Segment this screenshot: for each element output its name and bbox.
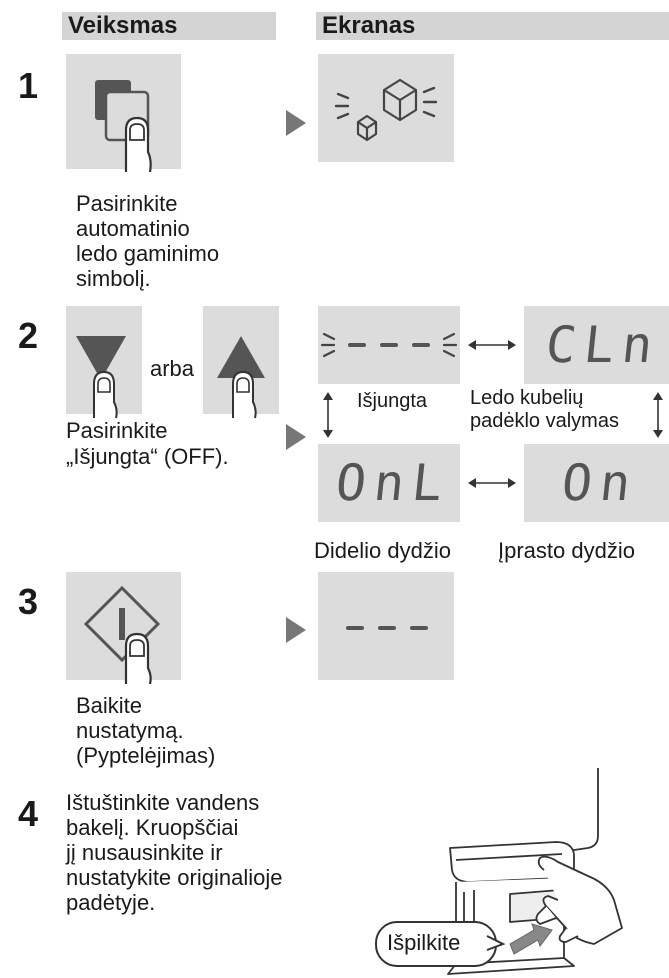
or-text: arba <box>150 356 195 381</box>
header-display-label: Ekranas <box>322 12 416 39</box>
dashes-icon <box>346 626 428 630</box>
step-4-text-line-1: Ištuštinkite vandens <box>66 790 260 815</box>
down-arrow-button[interactable] <box>66 306 142 419</box>
step-1-text-line-3: ledo gaminimo <box>76 241 220 266</box>
label-off: Išjungta <box>357 390 428 412</box>
step-4-text-line-5: padėtyje. <box>66 890 156 915</box>
display-step-1 <box>318 54 454 162</box>
arrow-step-1 <box>286 110 306 136</box>
finger-press-icon <box>124 116 152 173</box>
set-button[interactable] <box>66 572 181 685</box>
display-step-3 <box>318 572 454 680</box>
arrow-step-3 <box>286 617 306 643</box>
up-arrow-key-icon <box>217 336 265 419</box>
double-arrow-icon <box>468 478 516 488</box>
display-cleaning: CLn <box>524 306 669 384</box>
step-1-text-line-4: simbolį. <box>76 266 151 291</box>
display-large: OnL <box>318 444 460 522</box>
set-key-icon <box>83 585 161 685</box>
ice-mode-button[interactable] <box>66 54 181 173</box>
ice-cubes-icon <box>334 78 438 142</box>
callout-text: Išpilkite <box>387 930 461 955</box>
step-3-text-line-3: (Pyptelėjimas) <box>76 743 216 768</box>
step-2-text-line-2: „Išjungta“ (OFF). <box>66 444 229 469</box>
double-arrow-icon <box>653 392 663 438</box>
step-4-text-line-2: bakelį. Kruopščiai <box>66 815 239 840</box>
step-1-text-line-1: Pasirinkite <box>76 191 178 216</box>
double-arrow-icon <box>468 340 516 350</box>
down-arrow-key-icon <box>76 336 126 419</box>
display-off <box>318 306 460 384</box>
step-4-number: 4 <box>18 793 39 834</box>
display-code-large: OnL <box>332 454 454 512</box>
step-1-number: 1 <box>18 65 39 106</box>
display-code-normal: On <box>558 454 642 512</box>
callout-bubble: Išpilkite <box>375 921 497 967</box>
double-arrow-icon <box>323 392 333 438</box>
step-2-number: 2 <box>18 315 39 356</box>
step-3-number: 3 <box>18 581 39 622</box>
callout-tail-icon <box>486 935 506 951</box>
display-normal: On <box>524 444 669 522</box>
header-display: Ekranas <box>316 12 669 40</box>
header-action: Veiksmas <box>62 12 276 40</box>
label-large: Didelio dydžio <box>314 538 451 563</box>
header-action-label: Veiksmas <box>68 12 178 39</box>
arrow-step-2 <box>286 424 306 450</box>
display-code-cleaning: CLn <box>542 316 664 374</box>
step-4-text-line-4: nustatykite originalioje <box>66 865 283 890</box>
step-3-text-line-1: Baikite <box>76 693 143 718</box>
step-4-text-line-3: jį nusausinkite ir <box>66 840 223 865</box>
step-2-text-line-1: Pasirinkite <box>66 418 168 443</box>
up-arrow-button[interactable] <box>203 306 279 419</box>
label-cleaning-line-1: Ledo kubelių <box>470 387 584 409</box>
step-1-text-line-2: automatinio <box>76 216 190 241</box>
step-3-text-line-2: nustatymą. <box>76 718 184 743</box>
label-cleaning-line-2: padėklo valymas <box>470 410 619 432</box>
label-normal: Įprasto dydžio <box>498 538 635 563</box>
dashes-blinking-icon <box>320 332 458 358</box>
